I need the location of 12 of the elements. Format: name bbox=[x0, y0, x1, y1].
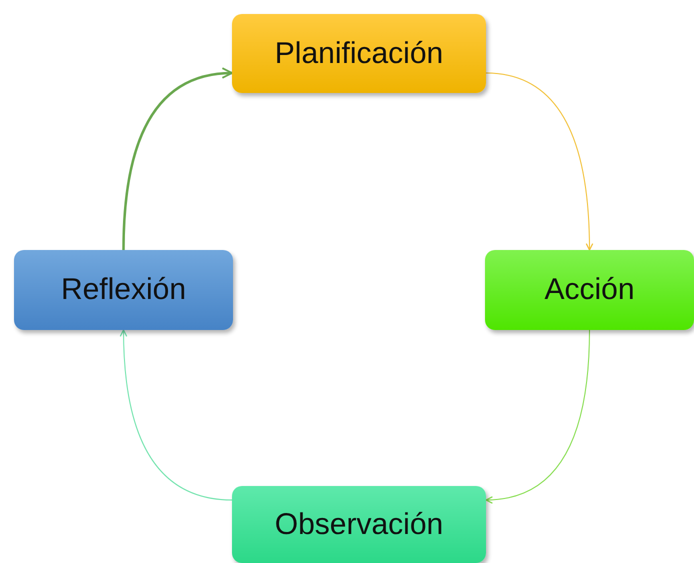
node-label: Planificación bbox=[274, 36, 444, 70]
arrow bbox=[485, 330, 590, 504]
node-label: Reflexión bbox=[60, 273, 186, 307]
process-box bbox=[14, 250, 233, 330]
process-box bbox=[232, 486, 486, 563]
node-label: Observación bbox=[274, 508, 444, 542]
node-label: Acción bbox=[544, 273, 635, 307]
arrow bbox=[486, 72, 594, 251]
arrow bbox=[122, 68, 233, 250]
process-box bbox=[485, 250, 694, 330]
process-box bbox=[232, 14, 486, 93]
arrow bbox=[120, 329, 232, 500]
